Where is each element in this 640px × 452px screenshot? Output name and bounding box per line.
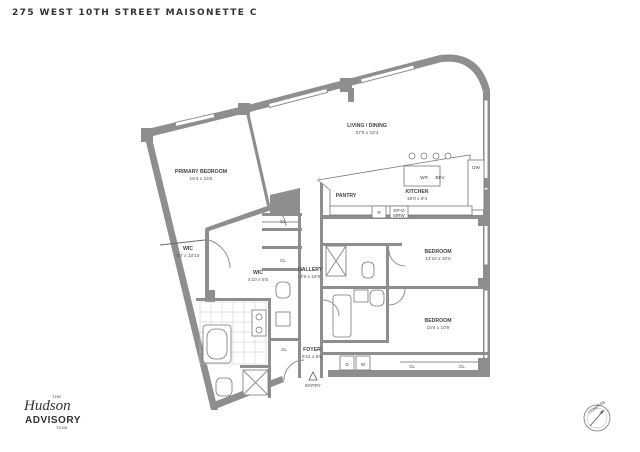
foyer-dim: 6'11 x 6'6 <box>302 354 322 360</box>
wine-fridge-label: WR <box>420 175 428 180</box>
gallery-name: GALLERY <box>298 267 323 273</box>
entry-marker: ENTRY <box>305 371 321 388</box>
wic1-dim: 5'7 x 10'10 <box>177 253 200 259</box>
foyer-name: FOYER <box>303 347 321 353</box>
bed3-name: BEDROOM <box>424 318 451 324</box>
primary-name: PRIMARY BEDROOM <box>175 169 227 175</box>
closet-label: CL <box>459 364 465 369</box>
dishwasher-label: DW <box>472 165 480 170</box>
washer-label: W <box>361 362 366 367</box>
closet-label: CL <box>409 364 415 369</box>
entry-label: ENTRY <box>305 383 321 388</box>
pantry-name: PANTRY <box>336 193 357 199</box>
living-dim: 37'6 x 15'4 <box>356 130 379 136</box>
door-swings <box>208 209 406 381</box>
wic2-dim: 4'10 x 5'5 <box>248 277 269 283</box>
bed2-dim: 14'10 x 10'6 <box>425 256 451 262</box>
closet-label: CL <box>280 258 286 263</box>
dryer-label: D <box>345 362 349 367</box>
room-labels: LIVING / DINING 37'6 x 15'4 PRIMARY BEDR… <box>175 123 452 360</box>
fixtures <box>199 152 485 397</box>
compass-icon: COMPASS <box>583 399 611 432</box>
bed2-name: BEDROOM <box>424 249 451 255</box>
svg-text:ADVISORY: ADVISORY <box>25 415 81 426</box>
wic2-name: WIC <box>253 270 263 276</box>
primary-dim: 16'4 x 15'6 <box>190 176 213 182</box>
gallery-dim: 4'6 x 18'9 <box>300 274 321 280</box>
brand-logo: THE Hudson ADVISORY TEAM <box>23 394 81 430</box>
windows <box>174 64 489 361</box>
wic1-name: WIC <box>183 246 193 252</box>
svg-text:TEAM: TEAM <box>56 426 68 430</box>
svg-text:THE: THE <box>52 394 62 399</box>
microwave-label: MRW <box>393 213 405 218</box>
kitchen-name: KITCHEN <box>405 189 428 195</box>
oven-label: SP-O <box>393 208 405 213</box>
closet-label: CL <box>281 347 287 352</box>
fixture-labels: CL CL CL CL CL DW WR BEV R SP-O MRW D W <box>280 165 480 369</box>
refrigerator-label: R <box>377 210 381 215</box>
living-name: LIVING / DINING <box>347 123 387 129</box>
beverage-label: BEV <box>435 175 445 180</box>
bed3-dim: 15'4 x 10'9 <box>427 325 450 331</box>
closet-label: CL <box>280 219 286 224</box>
kitchen-dim: 18'9 x 8'4 <box>407 196 428 202</box>
svg-text:Hudson: Hudson <box>23 398 71 414</box>
page-title: 275 WEST 10TH STREET MAISONETTE C <box>12 8 258 18</box>
